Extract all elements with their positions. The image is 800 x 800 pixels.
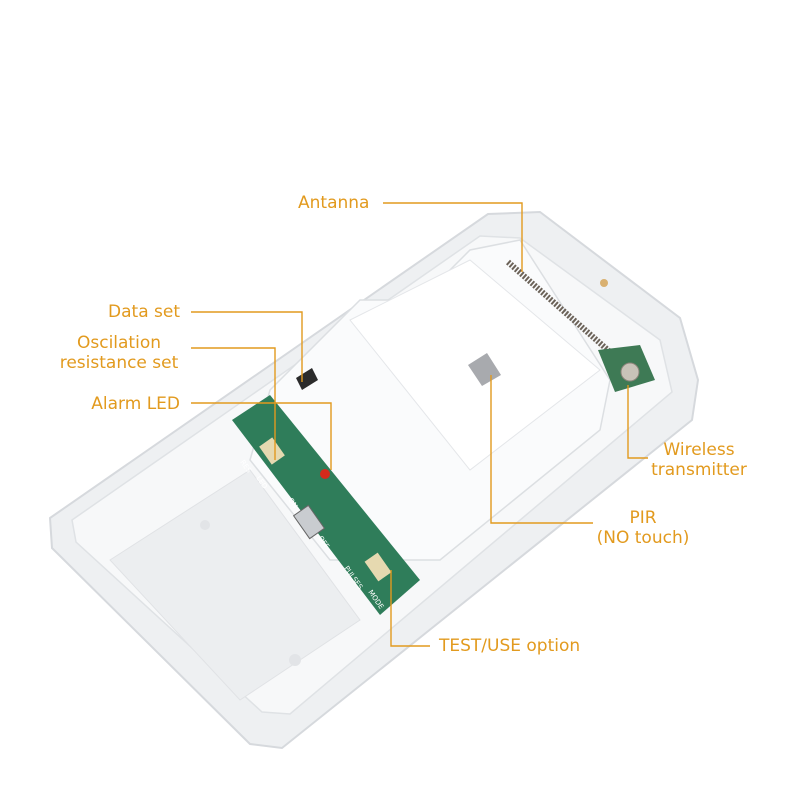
label-pir-line2: (NO touch) (596, 528, 690, 548)
label-wireless-line1: Wireless (663, 440, 735, 460)
on-off-switch (292, 504, 326, 540)
alarm-led (320, 469, 330, 479)
label-antenna: Antanna (298, 193, 370, 213)
data-set-connector (296, 368, 318, 390)
leader-test-use (390, 570, 430, 647)
leader-oscillation (191, 347, 276, 460)
leader-antenna (383, 202, 523, 272)
label-oscillation-line1: Oscilation (76, 333, 161, 353)
leader-data-set (191, 311, 303, 382)
label-oscillation-line2: resistance set (59, 353, 179, 373)
test-use-jumper (364, 552, 392, 582)
pir-sensor (468, 353, 501, 386)
label-wireless-line2: transmitter (651, 460, 747, 480)
label-data-set: Data set (108, 302, 180, 322)
label-oscillation: Oscilation resistance set (56, 333, 182, 373)
label-pir: PIR (NO touch) (590, 508, 696, 548)
label-pir-line1: PIR (629, 508, 657, 528)
screw-hole (289, 654, 301, 666)
leader-alarm-led (191, 402, 332, 470)
antenna-coil (506, 259, 612, 355)
label-wireless: Wireless transmitter (646, 440, 752, 480)
label-alarm-led: Alarm LED (91, 394, 180, 414)
label-test-use: TEST/USE option (439, 636, 581, 656)
leader-pir (490, 375, 593, 524)
oscillation-jumper (259, 437, 285, 465)
battery-recess (109, 469, 361, 701)
screw-hole (200, 520, 210, 530)
leader-wireless (627, 385, 648, 459)
